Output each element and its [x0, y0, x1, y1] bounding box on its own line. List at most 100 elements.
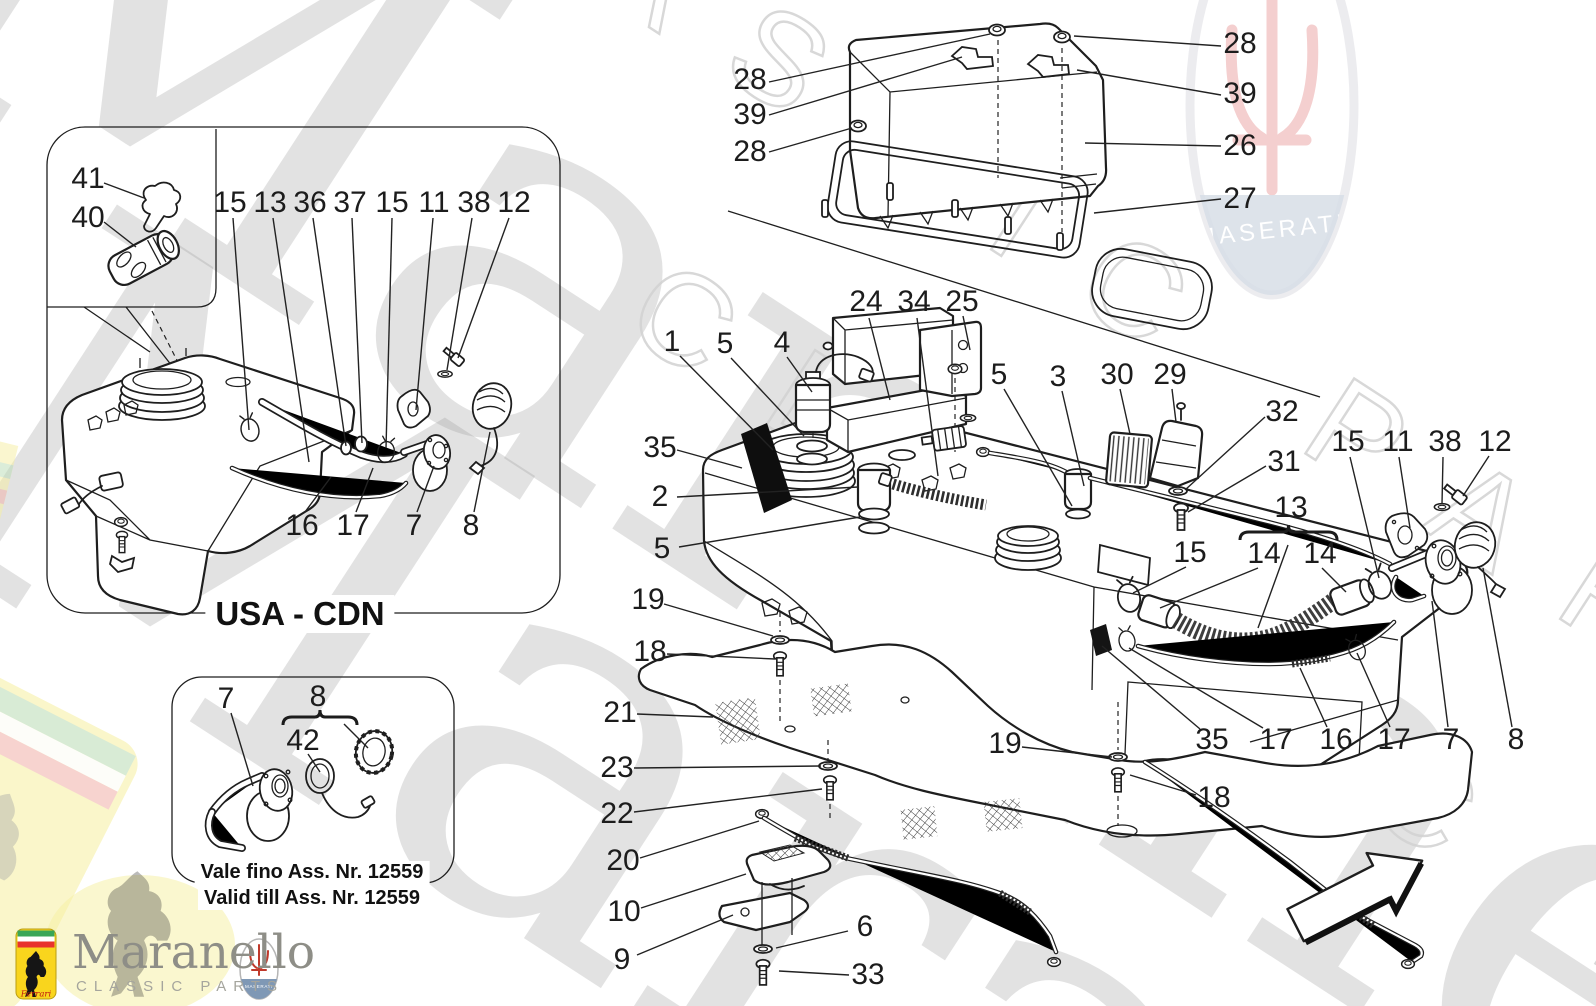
callout-leader-lines: [103, 33, 1513, 976]
leader-line-1: [679, 355, 774, 451]
leader-line-19: [663, 603, 774, 637]
leader-line-24: [868, 317, 891, 401]
leader-line-20: [639, 820, 760, 859]
grid-pad-30: [1105, 431, 1153, 489]
leader-line-11: [1398, 456, 1411, 529]
inset-washer-38: [437, 370, 453, 378]
leader-line-14: [1159, 567, 1259, 609]
leader-line-32: [1184, 416, 1266, 491]
mount-bracket-29: [1148, 402, 1204, 488]
leader-line-14: [1321, 567, 1347, 593]
leader-line-16: [1299, 667, 1328, 728]
leader-line-27: [1093, 198, 1222, 214]
leader-line-37: [351, 217, 363, 444]
corrugated-hose-13: [1171, 592, 1341, 650]
seal-5: [858, 521, 890, 535]
leader-line-28: [768, 33, 991, 83]
inset-usa-cdn: [46, 126, 561, 616]
leader-line-35: [1101, 645, 1201, 730]
leader-line-19: [1021, 746, 1113, 758]
leader-line-29: [1171, 388, 1177, 423]
seal-ring-27b: [1091, 247, 1213, 331]
nut-28: [988, 23, 1006, 37]
filler-neck-7: [1392, 539, 1473, 615]
fuel-sender-3: [1063, 468, 1390, 564]
ferrari-badge-watermark: [0, 663, 138, 1006]
leader-line-8: [1482, 567, 1513, 728]
leader-line-15: [1132, 566, 1187, 594]
pipe-bracket-9: [718, 878, 810, 945]
gasket-11: [1384, 512, 1429, 559]
washer-32: [1168, 486, 1188, 496]
inset-pump-flange: [118, 368, 206, 421]
inset-filler-neck: [404, 434, 452, 492]
leader-line-3: [1061, 390, 1085, 487]
leader-line-17: [1128, 647, 1264, 729]
pipe-clamp-10: [745, 844, 832, 891]
leader-line-13: [1257, 544, 1289, 629]
leader-line-10: [640, 873, 747, 909]
bracket-39: [1026, 54, 1070, 78]
seal-5: [1065, 508, 1091, 520]
validity-note-line1: Vale fino Ass. Nr. 12559: [194, 861, 430, 884]
inset2-filler-neck-7: [209, 768, 294, 848]
clip-part-41: [141, 181, 182, 233]
nut-28: [1053, 30, 1071, 44]
validity-note-line2: Valid till Ass. Nr. 12559: [197, 887, 427, 910]
panel-edge-line: [727, 210, 1321, 398]
leader-line-15: [232, 217, 250, 431]
fastener-23-22: [818, 740, 838, 818]
leader-line-15: [1349, 456, 1380, 579]
seal-5: [796, 452, 828, 466]
leader-line-30: [1119, 388, 1131, 435]
valve-part-40: [107, 229, 180, 287]
leader-line-35: [676, 449, 743, 469]
leader-line-31: [1187, 465, 1267, 513]
leader-line-5: [730, 357, 805, 437]
leader-line-7: [416, 465, 435, 513]
adhesive-strip-35b: [1090, 624, 1112, 656]
vent-hole: [888, 449, 916, 461]
leader-line-5: [1003, 388, 1073, 507]
brand-tagline: CLASSIC PARTS: [76, 978, 284, 995]
ferrari-shield-logo: Ferrari: [15, 928, 57, 1000]
leader-line-6: [775, 930, 849, 949]
bracket-39: [950, 46, 994, 70]
cover-gasket-27: [821, 140, 1213, 331]
leader-line-23: [633, 765, 822, 769]
leader-line-39: [768, 56, 963, 116]
leader-line-41: [103, 182, 145, 199]
seal-5: [858, 507, 890, 521]
leader-line-17: [355, 467, 374, 513]
bolt-12: [1442, 483, 1468, 506]
pump-flange-right: [994, 525, 1062, 571]
leader-line-25: [962, 315, 971, 351]
leader-line-38: [446, 217, 473, 371]
leader-line-13: [272, 217, 310, 463]
leader-line-7: [230, 712, 254, 787]
leader-line-17: [1356, 652, 1391, 728]
washer-38: [1433, 502, 1451, 512]
fastener-19-18-left: [770, 612, 790, 722]
bracket-13: [1238, 524, 1339, 541]
nut-28: [849, 119, 867, 133]
leader-line-11: [415, 217, 434, 411]
leader-line-8: [473, 431, 491, 513]
bracket-25: [918, 320, 983, 452]
leader-line-39: [1076, 69, 1222, 96]
inset-fuel-cap-8: [468, 382, 513, 476]
adhesive-strip-35: [741, 423, 792, 513]
leader-line-12: [457, 217, 510, 359]
inset-bolt-12: [442, 346, 466, 367]
leader-line-36: [312, 217, 347, 447]
inset-title-usa-cdn: USA - CDN: [205, 595, 395, 633]
inset-sender-wire: [60, 471, 136, 574]
leader-line-22: [633, 788, 823, 813]
leader-line-15: [385, 217, 393, 449]
leader-line-28: [768, 127, 853, 153]
fuel-sender-4: [794, 353, 875, 466]
fuel-sender-2: [856, 462, 987, 535]
leader-line-21: [636, 713, 714, 718]
ferrari-label: Ferrari: [20, 990, 52, 1000]
leader-line-9: [636, 914, 734, 956]
